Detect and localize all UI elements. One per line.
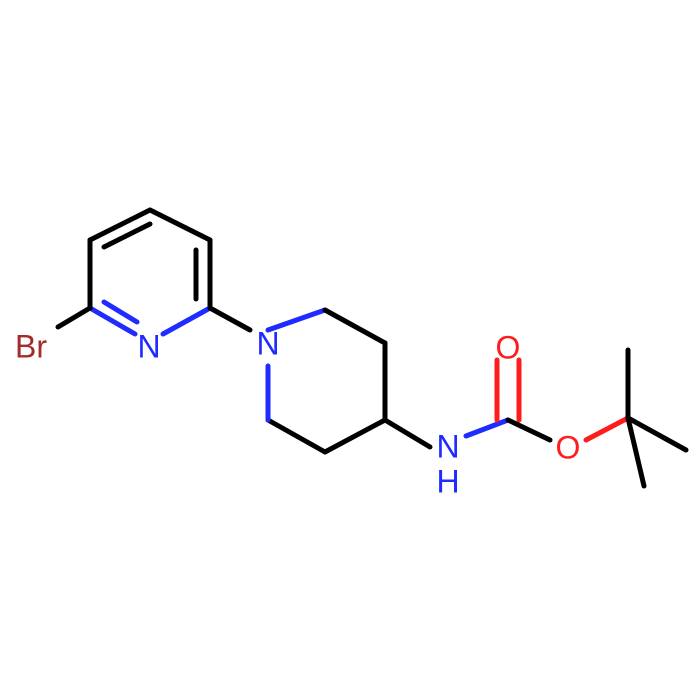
ester-oxygen-label: O — [556, 429, 581, 465]
bond-tbu-c-methyl-right — [625, 415, 689, 453]
double-bond-n-c1 — [101, 299, 140, 325]
bond-c2-c3 — [87, 207, 153, 243]
piperidine-nitrogen-label: N — [256, 325, 279, 361]
bond-c3-c4 — [147, 207, 213, 243]
bond-pyridine-piperidine — [207, 305, 253, 333]
bond-amide-n-carbonyl-c — [463, 417, 511, 439]
bond-pip-c2-c3 — [322, 307, 388, 346]
bond-c5-n — [160, 305, 213, 337]
double-bond-c2-c3 — [101, 221, 153, 250]
bond-pip-c5-c6 — [265, 417, 328, 455]
bond-c1-br — [55, 305, 93, 330]
bond-n-c1 — [87, 305, 138, 337]
bond-tbu-c-methyl-bottom — [625, 415, 647, 489]
bond-pip-c4-c5 — [322, 417, 388, 455]
bond-ester-o-tbu-c — [583, 415, 631, 443]
pyridine-nitrogen-label: N — [137, 328, 160, 364]
carbonyl-oxygen-label: O — [496, 329, 521, 365]
amide-nitrogen-label: N — [436, 428, 459, 464]
amide-hydrogen-label: H — [436, 463, 459, 499]
bond-pip-c4-amide-n — [382, 417, 433, 450]
bromine-label: Br — [15, 328, 47, 364]
bond-pip-n-c2 — [265, 307, 328, 333]
bond-carbonyl-c-ester-o — [505, 417, 553, 443]
